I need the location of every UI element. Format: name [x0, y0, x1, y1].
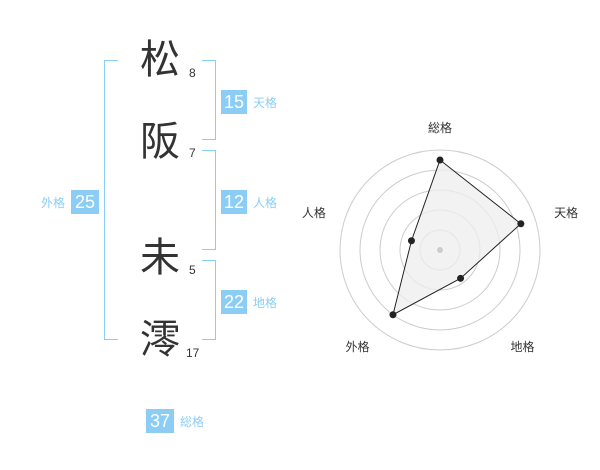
- name-char-4: 澪: [140, 317, 180, 363]
- name-char-2: 阪: [140, 119, 180, 165]
- gaikaku-label: 外格: [41, 196, 66, 210]
- name-char-3: 未: [140, 235, 180, 281]
- radar-point-4: [407, 237, 415, 245]
- radar-axis-label-2: 地格: [511, 339, 535, 354]
- radar-axis-label-0: 総格: [428, 120, 452, 135]
- radar-center-dot: [437, 247, 443, 253]
- chikaku-bracket: [202, 260, 216, 340]
- radar-points: [389, 156, 525, 319]
- gaikaku-bracket: [104, 60, 118, 340]
- jinkaku-label: 人格: [253, 196, 278, 210]
- radar-axis-label-1: 天格: [554, 205, 578, 220]
- radar-axis-label-3: 外格: [345, 339, 369, 354]
- jinkaku-bracket: [202, 150, 216, 250]
- tenkaku-bracket: [202, 60, 216, 140]
- gaikaku-badge: 25: [71, 190, 99, 214]
- jinkaku-badge: 12: [221, 190, 247, 214]
- name-char-1: 松: [140, 37, 180, 83]
- stroke-count-4: 17: [186, 346, 200, 360]
- chikaku-badge: 22: [221, 290, 247, 314]
- soukaku-label: 総格: [180, 415, 205, 429]
- radar-ring-5: [339, 149, 541, 351]
- radar-point-3: [389, 311, 397, 319]
- chikaku-label: 地格: [253, 296, 278, 310]
- radar-area: [392, 159, 522, 316]
- radar-point-2: [457, 274, 465, 282]
- stroke-count-1: 8: [189, 66, 196, 80]
- stroke-count-3: 5: [189, 263, 196, 277]
- tenkaku-label: 天格: [253, 96, 278, 110]
- tenkaku-badge: 15: [221, 90, 247, 114]
- radar-point-0: [436, 156, 444, 164]
- stroke-count-2: 7: [189, 146, 196, 160]
- soukaku-badge: 37: [146, 409, 174, 433]
- radar-point-1: [517, 220, 525, 228]
- radar-axis-label-4: 人格: [302, 205, 326, 220]
